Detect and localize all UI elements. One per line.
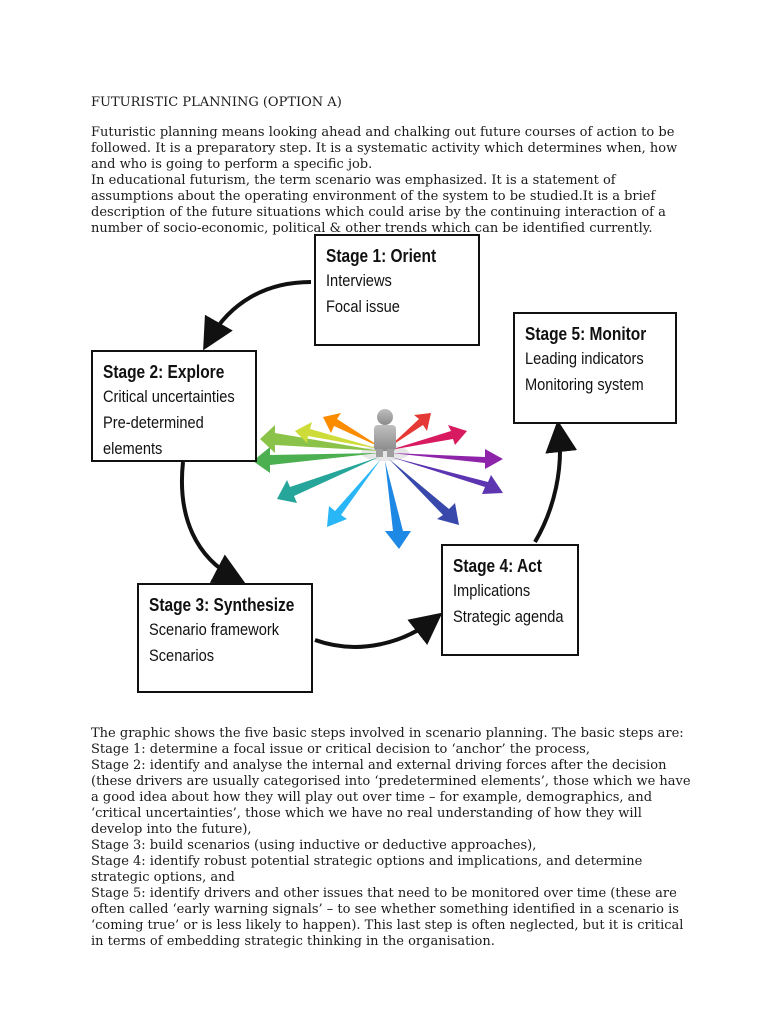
- steps-intro: The graphic shows the five basic steps i…: [91, 726, 684, 741]
- stage-5-line-1: Leading indicators: [525, 349, 644, 368]
- stage-3-heading: Stage 3: Synthesize: [149, 595, 295, 615]
- stage-2-heading: Stage 2: Explore: [103, 362, 225, 382]
- scenario-planning-diagram: Stage 1: Orient Interviews Focal issue S…: [85, 228, 685, 698]
- intro-text: Futuristic planning means looking ahead …: [91, 125, 691, 237]
- stage-2-line-3: elements: [103, 439, 163, 458]
- stage-4-line-1: Implications: [453, 581, 531, 600]
- document-title: FUTURISTIC PLANNING (OPTION A): [91, 95, 342, 110]
- stage-5-box: Stage 5: Monitor Leading indicators Moni…: [513, 312, 677, 424]
- radiating-arrows-graphic: [253, 409, 503, 549]
- cycle-arrows: [180, 280, 578, 649]
- arrow-stage2-to-stage3: [180, 461, 246, 584]
- stage-5-line-2: Monitoring system: [525, 375, 644, 394]
- step-5-text: Stage 5: identify drivers and other issu…: [91, 886, 684, 949]
- stage-1-line-1: Interviews: [326, 271, 392, 290]
- stage-2-line-1: Critical uncertainties: [103, 387, 235, 406]
- stage-2-line-2: Pre-determined: [103, 413, 204, 432]
- intro-paragraph-1: Futuristic planning means looking ahead …: [91, 125, 678, 172]
- stage-4-line-2: Strategic agenda: [453, 607, 564, 626]
- arrow-stage1-to-stage2: [203, 280, 312, 351]
- stage-3-line-2: Scenarios: [149, 646, 215, 665]
- stage-1-box: Stage 1: Orient Interviews Focal issue: [314, 234, 480, 346]
- arrow-stage4-to-stage5: [533, 420, 578, 544]
- stage-1-heading: Stage 1: Orient: [326, 246, 437, 266]
- step-3-text: Stage 3: build scenarios (using inductiv…: [91, 838, 537, 853]
- stage-2-box: Stage 2: Explore Critical uncertainties …: [91, 350, 257, 462]
- stage-1-line-2: Focal issue: [326, 297, 400, 316]
- stage-4-box: Stage 4: Act Implications Strategic agen…: [441, 544, 579, 656]
- arrow-stage3-to-stage4: [314, 612, 443, 649]
- stage-4-heading: Stage 4: Act: [453, 556, 542, 576]
- stage-5-heading: Stage 5: Monitor: [525, 324, 647, 344]
- stage-3-box: Stage 3: Synthesize Scenario framework S…: [137, 583, 313, 693]
- step-2-text: Stage 2: identify and analyse the intern…: [91, 758, 691, 837]
- step-1-text: Stage 1: determine a focal issue or crit…: [91, 742, 590, 757]
- step-4-text: Stage 4: identify robust potential strat…: [91, 854, 643, 885]
- intro-paragraph-2: In educational futurism, the term scenar…: [91, 173, 666, 236]
- stage-3-line-1: Scenario framework: [149, 620, 280, 639]
- steps-text: The graphic shows the five basic steps i…: [91, 726, 691, 950]
